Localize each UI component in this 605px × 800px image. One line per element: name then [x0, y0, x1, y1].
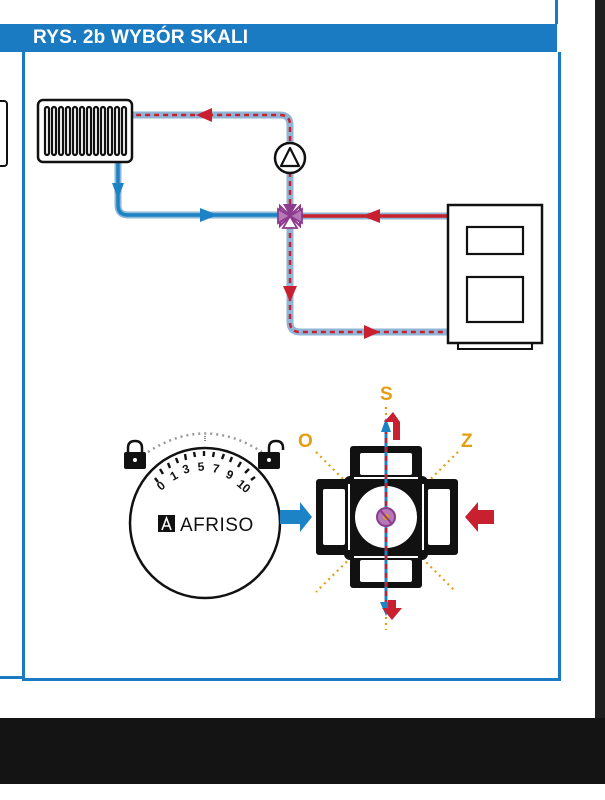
diagram-panel: [22, 52, 561, 681]
blue-arrow-right-icon: [280, 502, 312, 532]
dial-ticks: [154, 451, 256, 483]
scale-label-5: 5: [197, 459, 205, 474]
controller-dial: 0 1 3 5 7 9 10 AFRISO: [124, 432, 285, 600]
bottom-strip: [0, 784, 605, 800]
frame-top-line: [555, 0, 558, 24]
pump-icon: [273, 141, 307, 175]
header-bar: RYS. 2b WYBÓR SKALI: [0, 24, 557, 52]
port-label-top: S: [380, 384, 393, 405]
lock-closed-icon: [124, 439, 146, 469]
brand-name: AFRISO: [180, 515, 254, 536]
page-edge-bar: [595, 0, 605, 800]
pipe-boiler-return: [286, 224, 448, 336]
lock-range-arc: [147, 432, 263, 454]
previous-panel-edge: [0, 100, 8, 167]
flow-arrow-top: [196, 108, 212, 122]
pipe-supply-top: [133, 111, 294, 213]
hydraulic-scheme: [36, 98, 544, 350]
scale-label-7: 7: [211, 461, 220, 476]
flow-arrow-radiator-down: [112, 183, 124, 199]
four-way-valve: S O Z: [298, 384, 494, 630]
flow-arrow-bottom-right: [364, 325, 380, 339]
flow-arrow-cold-right: [200, 208, 218, 222]
page-title: RYS. 2b WYBÓR SKALI: [33, 27, 249, 48]
radiator-icon: [36, 98, 134, 164]
valve-knob-icon: [376, 507, 396, 527]
diagram-svg: 0 1 3 5 7 9 10 AFRISO: [36, 98, 544, 630]
mixing-valve-icon: [277, 203, 303, 229]
port-label-right: Z: [461, 431, 473, 452]
port-label-left: O: [298, 431, 313, 452]
afriso-logo: AFRISO: [158, 515, 254, 536]
footer-bar: [0, 718, 605, 784]
pipe-return-cold: [114, 163, 280, 219]
red-arrow-left-icon: [465, 502, 494, 532]
boiler-icon: [446, 203, 544, 350]
flow-arrow-hot-left: [362, 209, 380, 223]
flow-arrow-down: [283, 286, 297, 302]
scale-label-3: 3: [181, 461, 192, 476]
panel-bottom-left-line: [0, 676, 25, 679]
lock-open-icon: [258, 439, 285, 469]
